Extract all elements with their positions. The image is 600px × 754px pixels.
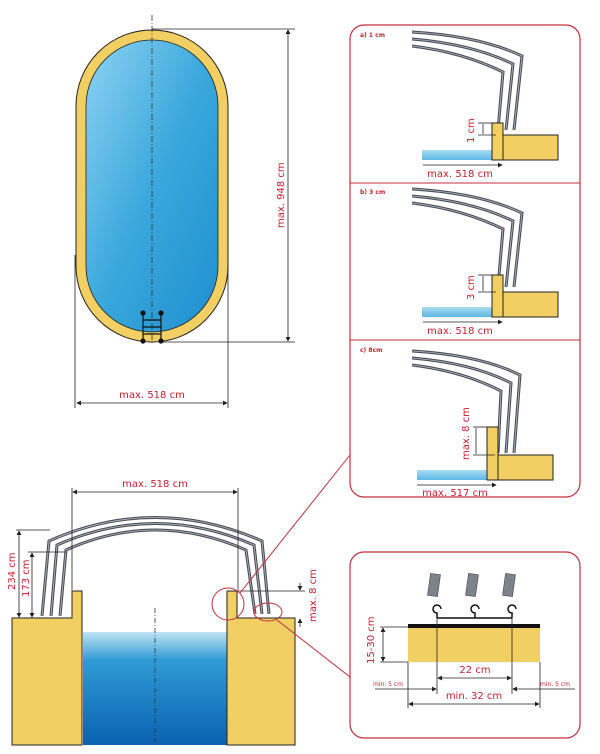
rail-beam	[408, 624, 540, 628]
cover-pipes	[411, 30, 524, 131]
rail-detail-frame	[349, 551, 581, 739]
cover-pipes	[411, 187, 524, 288]
detail-panels-frame	[349, 24, 581, 498]
detail-callout-rail	[253, 602, 283, 622]
height-dim-label: max. 8 cm	[461, 407, 472, 460]
rail-brackets	[427, 573, 516, 597]
cover-pipes	[411, 349, 522, 454]
outer-height-label: 234 cm	[7, 552, 18, 590]
top-view: max. 948 cm max. 518 cm	[74, 15, 295, 408]
wall-height-label: max. 8 cm	[308, 569, 319, 622]
width-dim-label: max. 518 cm	[427, 169, 493, 180]
foundation-height-label: 15-30 cm	[366, 617, 377, 664]
width-dim-label: max. 518 cm	[427, 326, 493, 337]
height-dim-label: 1 cm	[466, 118, 477, 143]
section-view: max. 518 cm 234 cm 173 cm max. 8 cm	[7, 454, 351, 746]
base-width-label: min. 32 cm	[446, 691, 502, 702]
width-dim-label: max. 517 cm	[422, 488, 488, 499]
detail-panel-b: b) 3 cm 3 cm max. 518 cm	[360, 187, 559, 337]
margin-right-label: min. 5 cm	[540, 681, 570, 688]
section-width-label: max. 518 cm	[122, 479, 188, 490]
panel-title: a) 1 cm	[360, 32, 385, 39]
inner-height-label: 173 cm	[21, 559, 32, 597]
length-label: max. 948 cm	[276, 162, 287, 228]
panel-title: b) 3 cm	[360, 189, 385, 196]
foundation	[408, 627, 540, 662]
height-dim-label: 3 cm	[466, 275, 477, 300]
width-label: max. 518 cm	[119, 390, 185, 401]
rail-width-label: 22 cm	[459, 665, 490, 676]
rail-detail: 15-30 cm 22 cm min. 5 cm min. 5 cm min. …	[366, 573, 575, 708]
detail-callout-wall	[211, 587, 245, 621]
detail-panel-c: c) 8cm max. 8 cm max. 517 cm	[360, 347, 554, 499]
rail-hooks	[432, 604, 517, 619]
ladder-icon	[140, 310, 164, 344]
margin-left-label: min. 5 cm	[373, 681, 403, 688]
left-ground	[11, 590, 83, 746]
detail-panel-a: a) 1 cm 1 cm max. 518 cm	[360, 30, 559, 180]
panel-title: c) 8cm	[360, 347, 382, 354]
